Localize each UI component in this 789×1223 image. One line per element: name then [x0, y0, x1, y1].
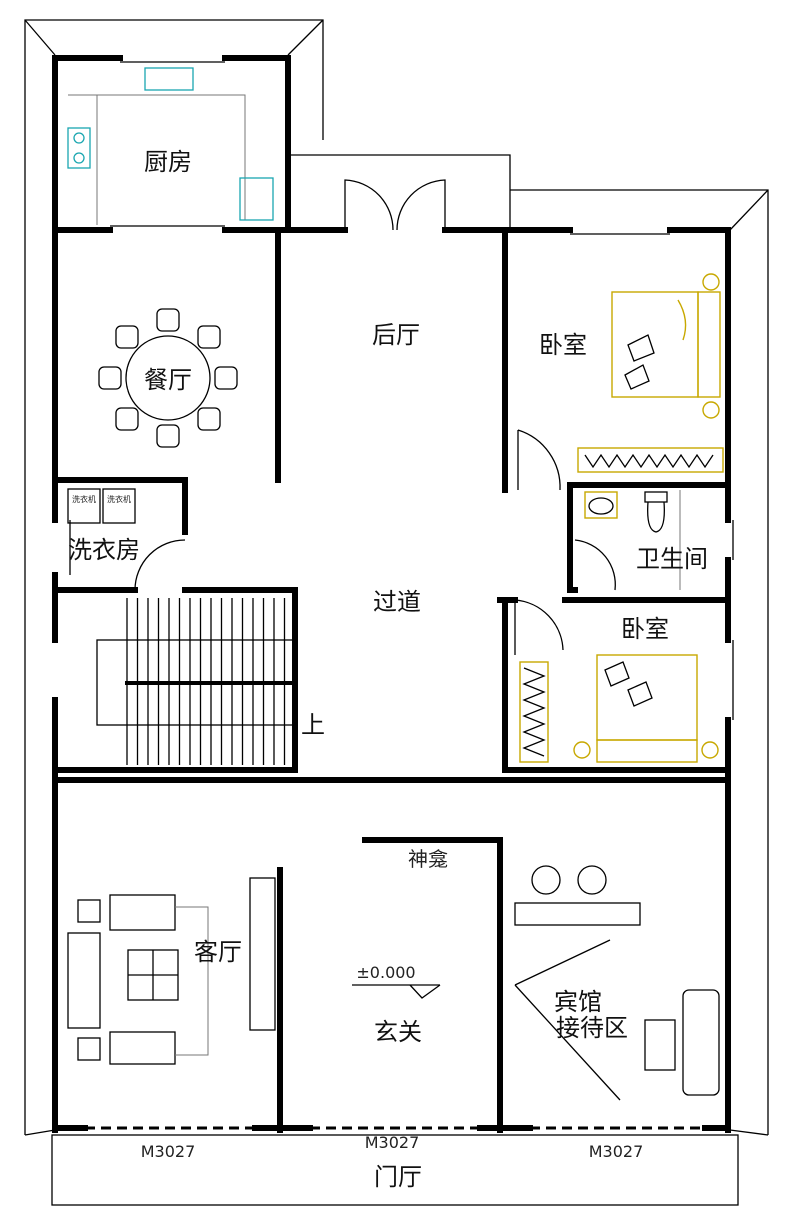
roof-outline: [24, 19, 769, 1206]
room-label-foyer: 玄关: [374, 1018, 422, 1046]
door-label-center: M3027: [365, 1133, 420, 1152]
wardrobe-icon: [519, 661, 549, 763]
bed-icon: [573, 654, 719, 763]
room-label-shrine: 神龛: [408, 847, 448, 871]
toilet-icon: [647, 501, 665, 533]
basin-icon: [584, 491, 618, 519]
room-label-dining: 餐厅: [144, 366, 192, 394]
tv-cabinet: [249, 877, 276, 1031]
chair-icon: [115, 325, 139, 349]
room-label-living: 客厅: [194, 938, 242, 966]
washer-icon: [102, 488, 136, 524]
elevation-label: ±0.000: [356, 963, 415, 982]
room-labels: 厨房 餐厅 后厅 卧室 洗衣房 卫生间 过道 卧室 神龛 客厅 玄关 宾馆 接待…: [68, 148, 708, 1191]
room-label-entrance-hall: 门厅: [374, 1163, 422, 1191]
wardrobe-icon: [577, 447, 724, 473]
room-label-reception-1: 宾馆: [554, 988, 602, 1016]
stairs-up-label: 上: [301, 711, 325, 739]
room-label-bedroom-2: 卧室: [621, 615, 669, 643]
walls: [52, 55, 731, 1133]
door-label-right: M3027: [589, 1142, 644, 1161]
washers: 洗衣机 洗衣机: [67, 488, 136, 524]
room-label-bedroom-1: 卧室: [539, 331, 587, 359]
stove-icon: [67, 127, 91, 169]
bathroom-fixtures: [584, 490, 681, 590]
bed-icon: [611, 273, 721, 419]
sink-icon: [144, 67, 194, 91]
washer-label: 洗衣机: [72, 494, 96, 504]
room-label-reception-2: 接待区: [556, 1014, 628, 1042]
sofa-icon: [682, 989, 720, 1096]
chair-icon: [115, 407, 139, 431]
washer-label: 洗衣机: [107, 494, 131, 504]
chair-icon: [214, 366, 238, 390]
chair-icon: [98, 366, 122, 390]
washer-icon: [67, 488, 101, 524]
room-label-laundry: 洗衣房: [68, 536, 140, 564]
chair-icon: [197, 407, 221, 431]
door-swings: [69, 61, 734, 720]
sofa-set-icon: [67, 877, 276, 1065]
kitchen-fixtures: [67, 67, 274, 225]
room-label-corridor: 过道: [373, 588, 421, 616]
elevation-mark: ±0.000: [352, 963, 441, 999]
door-label-left: M3027: [141, 1142, 196, 1161]
staircase: 上: [96, 598, 325, 765]
chair-icon: [156, 424, 180, 448]
chair-icon: [197, 325, 221, 349]
dining-table-icon: [98, 308, 238, 448]
room-label-kitchen: 厨房: [144, 148, 192, 176]
reception-furniture: [514, 865, 720, 1101]
room-label-bathroom: 卫生间: [636, 545, 708, 573]
room-label-back-hall: 后厅: [372, 321, 420, 349]
chair-icon: [156, 308, 180, 332]
fridge-icon: [239, 177, 274, 221]
